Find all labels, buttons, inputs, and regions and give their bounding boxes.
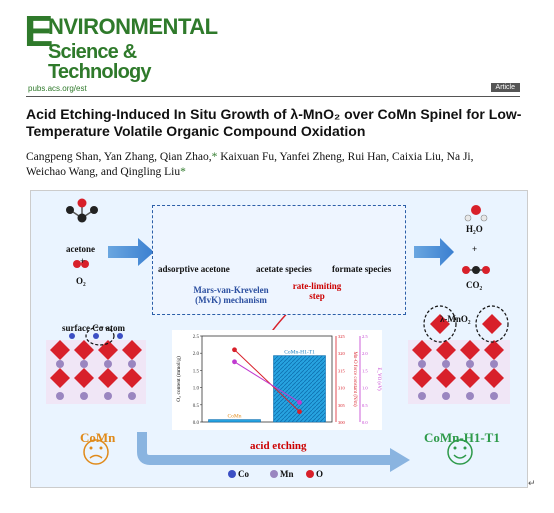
header-divider bbox=[26, 96, 520, 97]
comn-material-label: CoMn bbox=[80, 430, 116, 445]
mvk-mechanism-label: Mars-van-Krevelen (MvK) mechanism bbox=[176, 285, 286, 305]
happy-face-icon bbox=[447, 439, 473, 465]
secondary-tick-label: 325 bbox=[338, 334, 346, 339]
co2-label: CO₂ bbox=[466, 280, 483, 290]
secondary-series-point bbox=[297, 409, 302, 415]
h2o-molecule bbox=[464, 205, 488, 222]
acetone-label: acetone bbox=[66, 244, 95, 254]
logo-initial: E bbox=[24, 7, 53, 56]
secondary-tick-label: 0.5 bbox=[362, 403, 368, 408]
output-arrow-icon bbox=[414, 238, 454, 266]
toc-illustration bbox=[46, 198, 510, 478]
secondary-tick-label: 1.0 bbox=[362, 386, 368, 391]
legend-o-swatch bbox=[306, 470, 314, 478]
y-tick-label: 0.5 bbox=[193, 404, 200, 409]
legend-co-swatch bbox=[228, 470, 236, 478]
legend-mn-swatch bbox=[270, 470, 278, 478]
secondary-axis-label: E_VO (eV) bbox=[376, 367, 381, 391]
authors-segment-1: Cangpeng Shan, Yan Zhang, Qian Zhao, bbox=[26, 151, 212, 163]
y-tick-label: 2.0 bbox=[193, 352, 200, 357]
author-list: Cangpeng Shan, Yan Zhang, Qian Zhao,* Ka… bbox=[26, 150, 526, 180]
lambda-mno2-highlight-2 bbox=[475, 305, 509, 343]
sad-face-icon bbox=[83, 439, 109, 465]
surface-co-highlight bbox=[85, 326, 115, 346]
y-axis-label: O₂ content (mmol/g) bbox=[175, 356, 182, 402]
acetate-species-label: acetate species bbox=[256, 264, 312, 274]
legend-o-label: O bbox=[316, 469, 324, 479]
paragraph-mark: ↵ bbox=[528, 478, 536, 488]
secondary-series-point bbox=[232, 347, 237, 353]
y-tick-label: 0.0 bbox=[193, 421, 200, 426]
acetone-molecule bbox=[66, 198, 98, 223]
journal-logo: E NVIRONMENTAL Science & Technology bbox=[24, 7, 218, 83]
mvk-line-2: (MvK) mechanism bbox=[195, 295, 267, 305]
comn-h1-t1-crystal-structure bbox=[408, 305, 510, 404]
authors-segment-3: Weichao Wang, and Qingling Liu bbox=[26, 166, 181, 178]
input-arrow-icon bbox=[108, 238, 154, 266]
bar-label: CoMn bbox=[227, 414, 241, 420]
h2o-label: H₂O bbox=[466, 224, 483, 234]
lambda-mno2-label: λ-MnO₂ bbox=[440, 314, 471, 324]
secondary-tick-label: 320 bbox=[338, 351, 346, 356]
secondary-tick-label: 310 bbox=[338, 386, 346, 391]
y-tick-label: 2.5 bbox=[193, 335, 200, 340]
secondary-series-point bbox=[297, 399, 302, 405]
secondary-series-line bbox=[234, 349, 300, 413]
chart-plot-frame bbox=[201, 335, 333, 423]
logo-science-technology: Science & Technology bbox=[48, 41, 152, 83]
mvk-line-1: Mars-van-Krevelen bbox=[193, 285, 269, 295]
adsorptive-acetone-label: adsorptive acetone bbox=[158, 264, 230, 274]
secondary-tick-label: 0.0 bbox=[362, 420, 368, 425]
surface-co-label: surface Co atom bbox=[62, 323, 125, 333]
co2-molecule bbox=[462, 266, 490, 274]
secondary-tick-label: 2.0 bbox=[362, 351, 368, 356]
secondary-series-point bbox=[232, 359, 237, 365]
authors-segment-2: Kaixuan Fu, Yanfei Zheng, Rui Han, Caixi… bbox=[220, 151, 474, 163]
logo-environmental: NVIRONMENTAL bbox=[48, 14, 218, 39]
o2-molecule bbox=[73, 260, 89, 268]
mechanism-box bbox=[152, 205, 406, 315]
formate-species-label: formate species bbox=[332, 264, 392, 274]
acid-etching-arrow bbox=[137, 432, 390, 465]
reactant-plus: + bbox=[80, 256, 86, 266]
inset-chart: 0.0 0.5 1.0 1.5 2.0 2.5 O₂ content (mmol/g) CoM… bbox=[172, 330, 382, 430]
bar-comn bbox=[208, 419, 261, 423]
paper-title: Acid Etching-Induced In Situ Growth of λ… bbox=[26, 106, 522, 139]
comn-crystal-structure bbox=[46, 326, 146, 404]
comn-h1-t1-material-label: CoMn-H1-T1 bbox=[424, 430, 500, 445]
lambda-mno2-highlight-1 bbox=[423, 305, 457, 343]
legend-co-label: Co bbox=[238, 469, 249, 479]
secondary-axis-label: Mn-O force constant (N/m) bbox=[352, 351, 357, 406]
secondary-tick-label: 315 bbox=[338, 368, 346, 373]
secondary-tick-label: 2.5 bbox=[362, 334, 368, 339]
product-plus: + bbox=[472, 244, 478, 254]
y-tick-label: 1.0 bbox=[193, 387, 200, 392]
rate-line-2: step bbox=[309, 291, 325, 301]
y-tick-label: 1.5 bbox=[193, 369, 200, 374]
o2-label: O₂ bbox=[76, 276, 86, 286]
section-badge: Article bbox=[490, 83, 520, 92]
rate-line-1: rate-limiting bbox=[292, 281, 342, 291]
corresponding-mark-2[interactable]: * bbox=[180, 166, 186, 178]
acid-etching-label: acid etching bbox=[250, 440, 307, 452]
rate-limiting-label: rate-limiting step bbox=[282, 281, 352, 301]
secondary-series-line bbox=[234, 361, 300, 403]
corresponding-mark-1[interactable]: * bbox=[211, 151, 218, 163]
bar-label: CoMn-H1-T1 bbox=[284, 350, 315, 356]
journal-url[interactable]: pubs.acs.org/est bbox=[28, 84, 87, 93]
secondary-tick-label: 300 bbox=[338, 420, 346, 425]
legend-mn-label: Mn bbox=[280, 469, 294, 479]
secondary-tick-label: 1.5 bbox=[362, 368, 368, 373]
secondary-tick-label: 305 bbox=[338, 403, 346, 408]
acid-etching-arrowhead-icon bbox=[390, 448, 410, 472]
